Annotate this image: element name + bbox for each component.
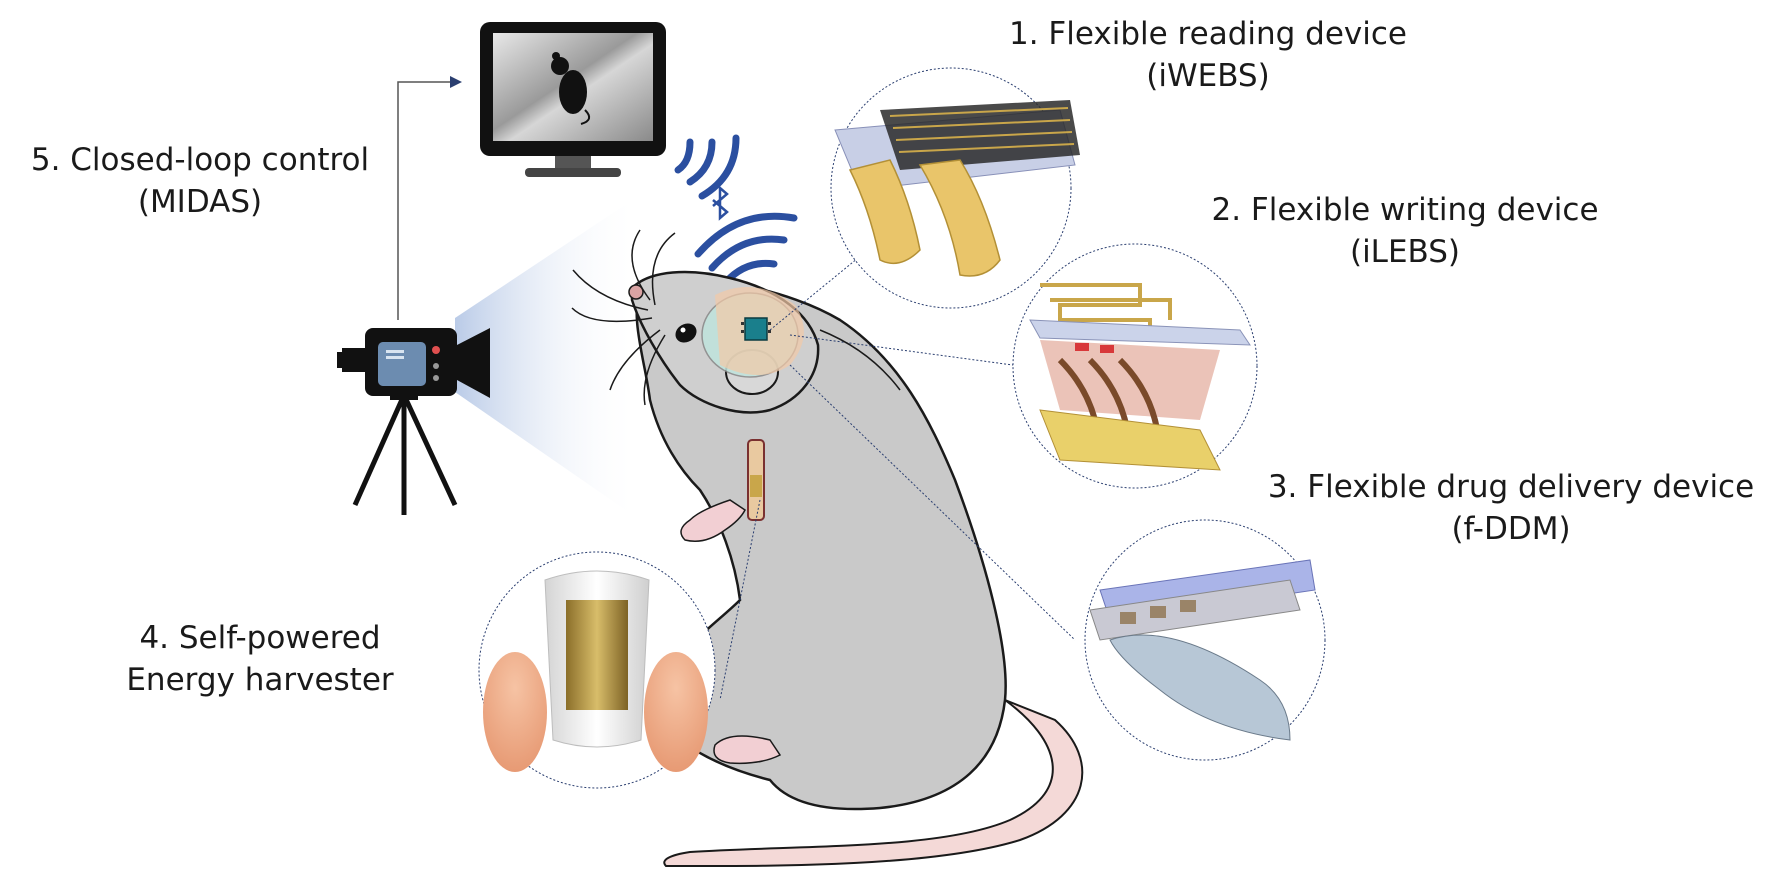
monitor-icon: [480, 22, 666, 177]
mouse-nose: [628, 284, 644, 300]
mouse-whiskers: [571, 229, 676, 406]
bluetooth-icon: [712, 185, 729, 221]
wifi-signal-icon: [674, 134, 798, 293]
connector-lines: [719, 239, 1076, 701]
drug-delivery-inset: [1084, 519, 1326, 761]
mouse-body: [635, 278, 1007, 811]
feedback-arrow: [397, 76, 462, 320]
writing-device-inset: [1012, 243, 1258, 489]
label-energy-title: 4. Self-powered: [139, 620, 381, 656]
label-reading-device: 1. Flexible reading device (iWEBS): [968, 14, 1448, 98]
label-control-title: 5. Closed-loop control: [30, 142, 370, 178]
label-control-acronym: (MIDAS): [137, 183, 263, 220]
label-drug-title: 3. Flexible drug delivery device: [1267, 469, 1755, 505]
label-drug-delivery-device: 3. Flexible drug delivery device (f-DDM): [1248, 467, 1774, 551]
energy-harvester-inset: [478, 551, 716, 789]
label-reading-acronym: (iWEBS): [1146, 57, 1270, 94]
label-energy-subtitle: Energy harvester: [126, 661, 394, 698]
mouse-tail: [663, 699, 1084, 868]
label-closed-loop-control: 5. Closed-loop control (MIDAS): [10, 140, 390, 224]
chip-icon: [741, 317, 771, 341]
mouse-hind-paw: [713, 735, 782, 765]
mouse-front-paw: [680, 499, 746, 542]
label-reading-title: 1. Flexible reading device: [1008, 16, 1407, 52]
label-writing-device: 2. Flexible writing device (iLEBS): [1180, 190, 1630, 274]
label-writing-acronym: (iLEBS): [1349, 233, 1461, 270]
mouse-eye: [675, 323, 697, 343]
label-drug-acronym: (f-DDM): [1451, 510, 1571, 547]
reading-device-inset: [830, 67, 1080, 309]
label-energy-harvester: 4. Self-powered Energy harvester: [110, 618, 410, 702]
camera-beam: [455, 195, 640, 520]
label-writing-title: 2. Flexible writing device: [1211, 192, 1599, 228]
energy-harvester-implant: [747, 439, 765, 521]
video-camera-icon: [337, 328, 490, 515]
mouse-silhouette-icon: [551, 52, 591, 125]
